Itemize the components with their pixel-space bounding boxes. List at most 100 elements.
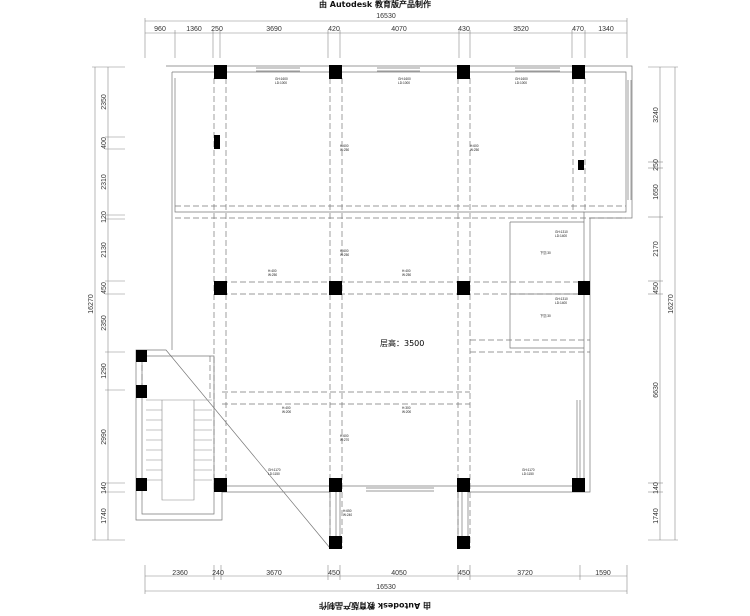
dim-top-total: 16530 [376, 13, 396, 20]
dim-label: 1360 [186, 26, 202, 33]
dim-label: 250 [653, 159, 660, 171]
annotation: W:250 [402, 273, 411, 277]
annotation: W:240 [343, 513, 352, 517]
dim-label: 450 [653, 282, 660, 294]
dim-label: 2350 [101, 315, 108, 331]
column [214, 135, 220, 149]
column [457, 536, 470, 549]
annotation: LD:1150 [522, 472, 534, 476]
annotation: GH:1600 [398, 77, 411, 81]
column [457, 65, 470, 79]
dim-label: 4070 [391, 26, 407, 33]
dim-label: 1650 [653, 184, 660, 200]
annotation: GH:1310 [555, 297, 568, 301]
annotation: W:200 [282, 410, 291, 414]
annotation: H:600 [340, 434, 349, 438]
dim-label: 1740 [653, 508, 660, 524]
column [457, 281, 470, 295]
column [214, 478, 227, 492]
annotation: H:650 [343, 509, 352, 513]
column [136, 478, 147, 491]
dim-label: 4050 [391, 570, 407, 577]
annotation: H:400 [268, 269, 277, 273]
dim-label: 430 [458, 26, 470, 33]
dim-bottom-total: 16530 [376, 584, 396, 591]
annotation: LD:1150 [268, 472, 280, 476]
column [457, 478, 470, 492]
dim-label: 240 [212, 570, 224, 577]
dim-label: 1590 [595, 570, 611, 577]
dim-left-total: 16270 [88, 294, 95, 314]
column [578, 160, 584, 170]
annotation: LD:1000 [398, 81, 410, 85]
watermark-top: 由 Autodesk 教育版产品制作 [319, 0, 431, 9]
column [329, 478, 342, 492]
dim-label: 2990 [101, 429, 108, 445]
stair [146, 399, 212, 501]
annotation: GH:1600 [515, 77, 528, 81]
dim-label: 2130 [101, 242, 108, 258]
dim-label: 6630 [653, 382, 660, 398]
annotation: 下沉:30 [540, 313, 551, 318]
dim-label: 120 [101, 211, 108, 223]
column [572, 478, 585, 492]
dim-label: 450 [328, 570, 340, 577]
annotation: GH:1170 [268, 468, 281, 472]
column [214, 281, 227, 295]
column [572, 65, 585, 79]
left-dimension-chain: 2350 400 2310 120 2130 450 2350 1290 299… [88, 66, 125, 541]
column [329, 536, 342, 549]
dim-label: 1740 [101, 508, 108, 524]
floor-height-label: 层高：3500 [380, 338, 424, 348]
dim-label: 960 [154, 26, 166, 33]
dim-label: 400 [101, 137, 108, 149]
columns [136, 65, 590, 549]
annotation: H:400 [282, 406, 291, 410]
dim-label: 450 [458, 570, 470, 577]
dim-label: 3520 [513, 26, 529, 33]
dim-label: 420 [328, 26, 340, 33]
dim-label: 250 [211, 26, 223, 33]
annotation: H:300 [402, 406, 411, 410]
column [329, 281, 342, 295]
annotation: H:400 [402, 269, 411, 273]
annotation: 下沉:30 [540, 250, 551, 255]
annotation: H:600 [340, 144, 349, 148]
dim-label: 2350 [101, 94, 108, 110]
annotation: H:600 [340, 249, 349, 253]
annotation: LD:1000 [275, 81, 287, 85]
dim-label: 3670 [266, 570, 282, 577]
walls [135, 65, 633, 549]
dim-label: 3720 [517, 570, 533, 577]
column [329, 65, 342, 79]
column [136, 350, 147, 362]
column [214, 65, 227, 79]
dim-label: 140 [653, 482, 660, 494]
annotation: W:250 [268, 273, 277, 277]
annotation: LD:1400 [555, 301, 567, 305]
annotation: GH:1310 [555, 230, 568, 234]
bottom-dimension-chain: 2360 240 3670 450 4050 450 3720 1590 165… [144, 565, 628, 594]
annotation: LD:1000 [515, 81, 527, 85]
dim-label: 470 [572, 26, 584, 33]
dim-label: 450 [101, 282, 108, 294]
dim-label: 2360 [172, 570, 188, 577]
annotation: W:270 [340, 438, 349, 442]
dim-label: 3690 [266, 26, 282, 33]
annotation: W:200 [402, 410, 411, 414]
dim-label: 140 [101, 482, 108, 494]
dim-label: 1340 [598, 26, 614, 33]
column [136, 385, 147, 398]
column [578, 281, 590, 295]
dim-label: 1290 [101, 363, 108, 379]
top-dimension-chain: 16530 960 1360 250 3690 420 4070 430 352… [144, 13, 628, 58]
annotation: GH:1170 [522, 468, 535, 472]
right-dimension-chain: 3240 250 1650 2170 450 6630 140 1740 162… [648, 66, 678, 541]
annotation: W:250 [340, 148, 349, 152]
dim-label: 2170 [653, 241, 660, 257]
annotation: LD:1400 [555, 234, 567, 238]
dim-right-total: 16270 [668, 294, 675, 314]
dim-label: 2310 [101, 174, 108, 190]
